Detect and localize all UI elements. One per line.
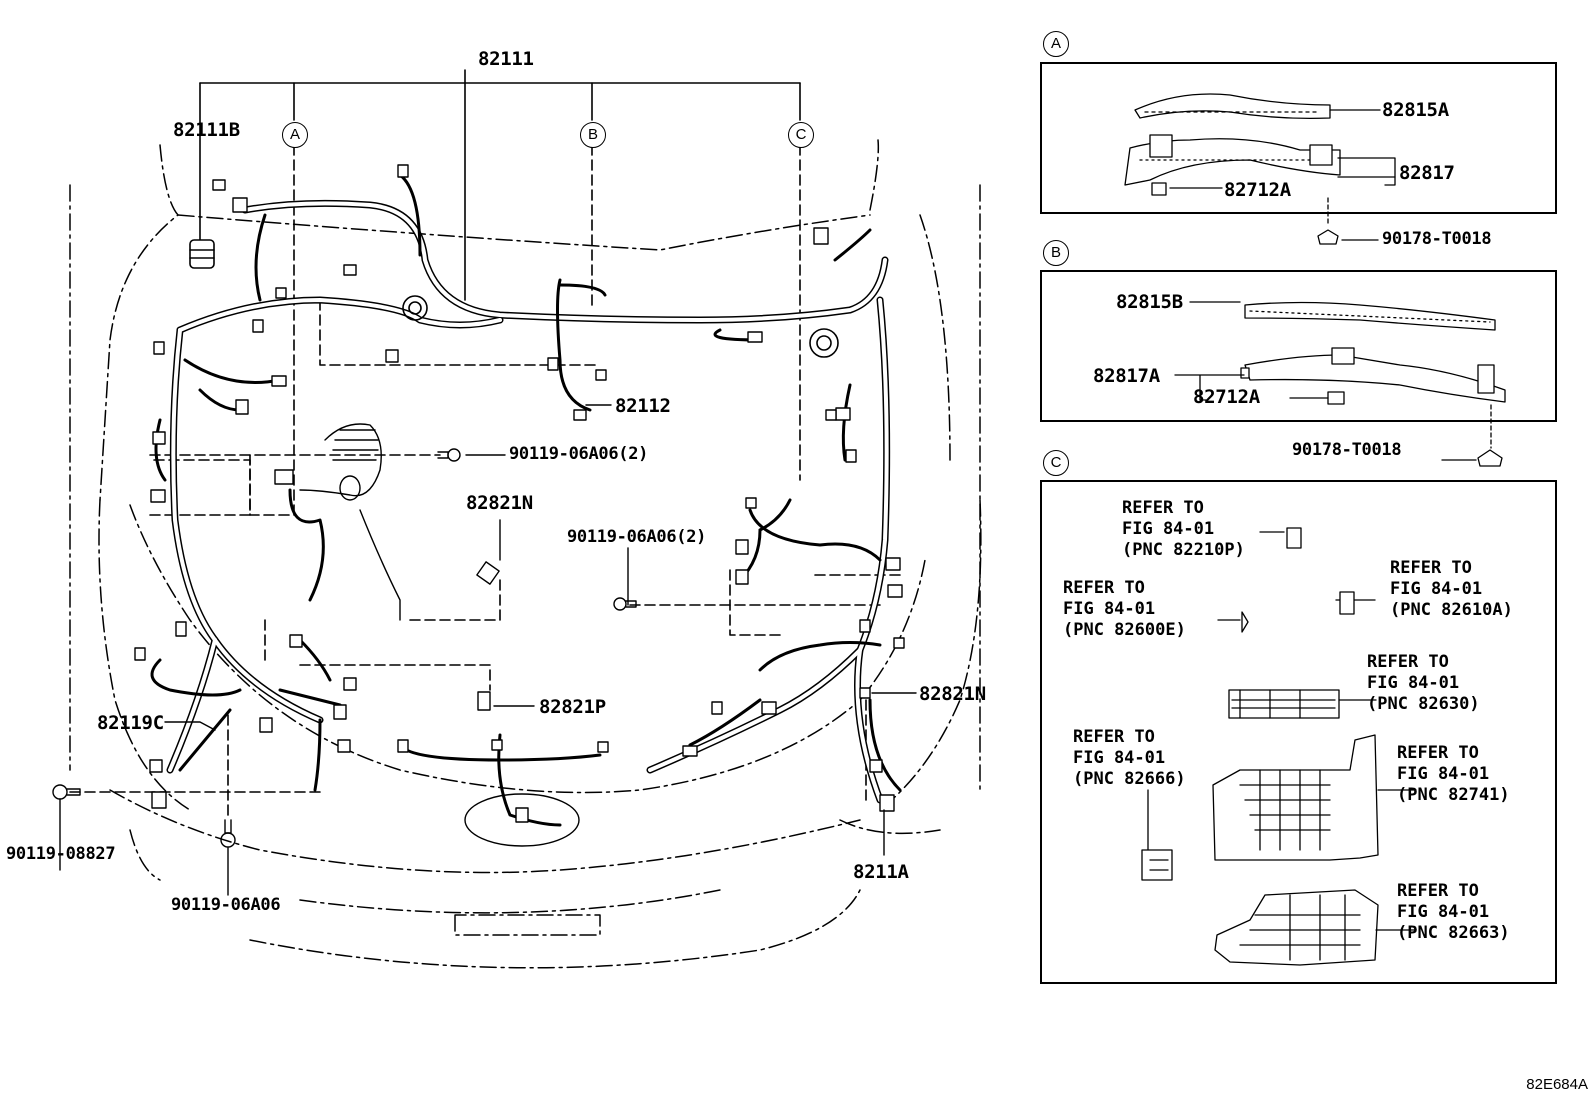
panel-a-82712a: 82712A — [1224, 179, 1291, 201]
label-90119-06a06: 90119-06A06 — [171, 895, 281, 915]
panel-c-ref-82741: REFER TO FIG 84-01 (PNC 82741) — [1397, 743, 1510, 805]
panel-a-82817: 82817 — [1399, 162, 1455, 184]
panel-b-82815b: 82815B — [1116, 291, 1183, 313]
label-8211a: 8211A — [853, 861, 909, 883]
callout-b: B — [580, 122, 606, 148]
label-82821p: 82821P — [539, 696, 606, 718]
highlight-ellipse — [464, 793, 580, 847]
panel-a-82815a: 82815A — [1382, 99, 1449, 121]
bolts — [52, 448, 637, 871]
label-82111: 82111 — [478, 48, 534, 70]
figure-code: 82E684A — [1526, 1076, 1588, 1093]
panel-c-ref-82663: REFER TO FIG 84-01 (PNC 82663) — [1397, 881, 1510, 943]
panel-c-callout: C — [1043, 450, 1069, 476]
vehicle-body-outline — [69, 139, 982, 969]
label-82119c: 82119C — [97, 712, 164, 734]
grommets — [189, 239, 839, 358]
panel-a-callout: A — [1043, 31, 1069, 57]
panel-b-82817a: 82817A — [1093, 365, 1160, 387]
label-90119-06a06-2-upper: 90119-06A06(2) — [509, 444, 649, 464]
detail-panel-c — [1040, 480, 1557, 984]
panel-b-90178-t0018: 90178-T0018 — [1292, 440, 1402, 460]
harness-connectors — [134, 164, 905, 823]
panel-a-90178-t0018: 90178-T0018 — [1382, 229, 1492, 249]
panel-b-82712a: 82712A — [1193, 386, 1260, 408]
label-82111b: 82111B — [173, 119, 240, 141]
label-82821n-right: 82821N — [919, 683, 986, 705]
panel-c-ref-82210p: REFER TO FIG 84-01 (PNC 82210P) — [1122, 498, 1245, 560]
callout-c: C — [788, 122, 814, 148]
panel-c-ref-82630: REFER TO FIG 84-01 (PNC 82630) — [1367, 652, 1480, 714]
panel-b-art — [1174, 301, 1506, 467]
detail-panel-a — [1040, 62, 1557, 214]
part-82111-bracket — [199, 69, 801, 301]
label-leaders — [164, 404, 917, 896]
label-82821n-center: 82821N — [466, 492, 533, 514]
panel-a-art — [1124, 93, 1396, 245]
panel-b-callout: B — [1043, 240, 1069, 266]
panel-c-ref-82600e: REFER TO FIG 84-01 (PNC 82600E) — [1063, 578, 1186, 640]
air-intake-duct — [299, 423, 401, 621]
panel-c-art — [1141, 527, 1417, 966]
label-82112: 82112 — [615, 395, 671, 417]
harness-branches — [150, 173, 902, 827]
panel-c-ref-82666: REFER TO FIG 84-01 (PNC 82666) — [1073, 727, 1186, 789]
main-harness-bundle-inner — [168, 201, 889, 802]
callout-a: A — [282, 122, 308, 148]
label-90119-06a06-2-lower: 90119-06A06(2) — [567, 527, 707, 547]
detail-panel-b — [1040, 270, 1557, 422]
panel-c-ref-82610a: REFER TO FIG 84-01 (PNC 82610A) — [1390, 558, 1513, 620]
label-90119-08827: 90119-08827 — [6, 844, 116, 864]
